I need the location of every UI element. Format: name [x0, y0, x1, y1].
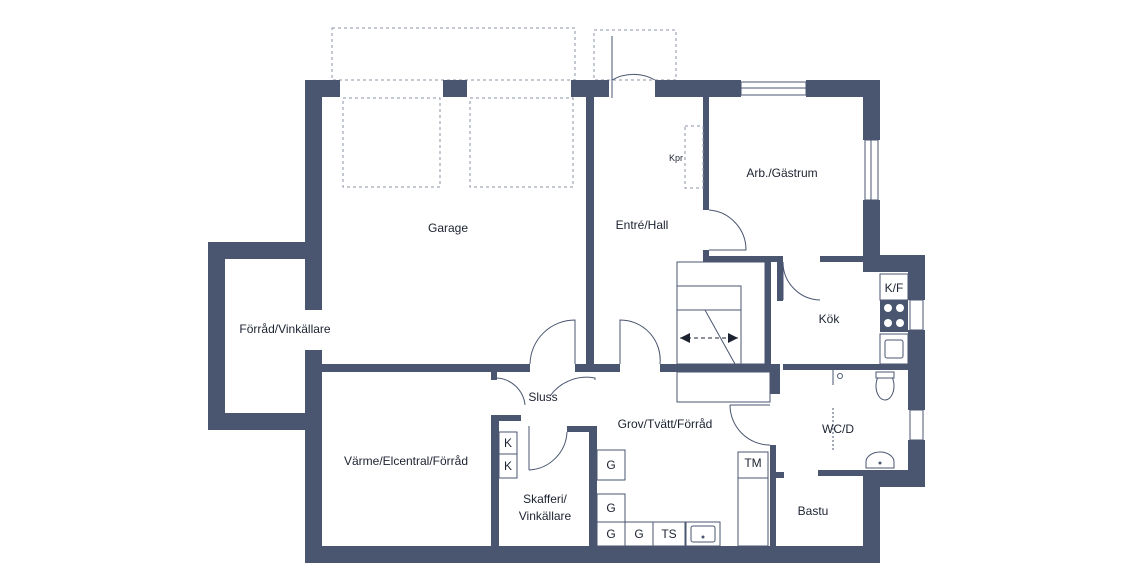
- room-label-sluss: Sluss: [528, 390, 557, 404]
- laundry-fixtures: [596, 449, 769, 547]
- room-label-skafferi-line1: Skafferi/: [523, 492, 567, 506]
- label-k-1: K: [504, 436, 512, 450]
- label-ts: TS: [661, 527, 676, 541]
- room-label-varme-elcentral-forrad: Värme/Elcentral/Förråd: [344, 454, 468, 468]
- room-label-entre-hall: Entré/Hall: [616, 218, 669, 232]
- label-kpr: Kpr: [669, 153, 683, 163]
- outer-walls: [208, 80, 925, 563]
- label-g-3: G: [606, 527, 615, 541]
- room-label-forrad-vinkallare: Förråd/Vinkällare: [239, 322, 330, 336]
- room-label-bastu: Bastu: [798, 504, 829, 518]
- wc-fixtures: [832, 370, 895, 469]
- garage-door-outline: [331, 27, 677, 188]
- label-tm: TM: [744, 456, 761, 470]
- room-label-wc-d: WC/D: [822, 422, 854, 436]
- room-label-garage: Garage: [428, 221, 468, 235]
- label-k-2: K: [504, 459, 512, 473]
- door-swings: [496, 36, 821, 471]
- label-g-2: G: [606, 501, 615, 515]
- label-g-1: G: [606, 458, 615, 472]
- room-label-arb-gastrum: Arb./Gästrum: [746, 166, 817, 180]
- label-kf: K/F: [885, 281, 904, 295]
- interior-walls: [305, 92, 908, 550]
- staircase: [676, 261, 771, 403]
- kitchen-fixtures: [879, 273, 909, 365]
- label-g-4: G: [634, 527, 643, 541]
- room-label-skafferi-line2: Vinkällare: [519, 509, 572, 523]
- pantry-fixtures: [498, 431, 518, 479]
- windows: [740, 81, 924, 441]
- room-label-grov-tvatt-forrad: Grov/Tvätt/Förråd: [618, 417, 713, 431]
- room-label-kok: Kök: [819, 312, 841, 326]
- kpr-closet: [684, 125, 704, 189]
